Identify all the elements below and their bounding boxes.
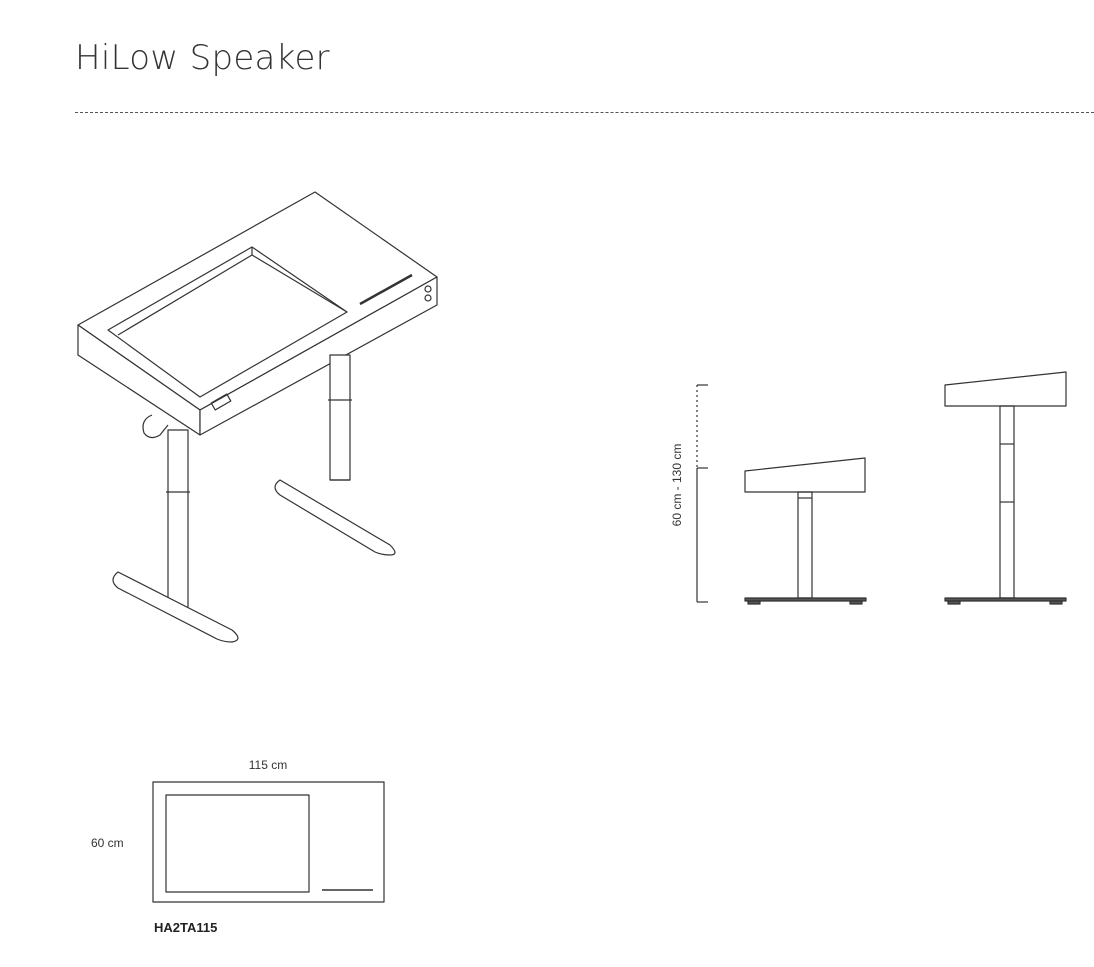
title-divider xyxy=(75,112,1094,113)
width-label: 115 cm xyxy=(249,758,287,772)
height-range-label: 60 cm - 130 cm xyxy=(670,444,684,527)
depth-label: 60 cm xyxy=(91,836,124,850)
plan-view-drawing xyxy=(152,781,385,903)
model-code: HA2TA115 xyxy=(154,920,217,935)
page-title: HiLow Speaker xyxy=(75,38,330,78)
isometric-desk-drawing xyxy=(77,191,438,643)
side-elevation-drawings xyxy=(696,371,1067,605)
